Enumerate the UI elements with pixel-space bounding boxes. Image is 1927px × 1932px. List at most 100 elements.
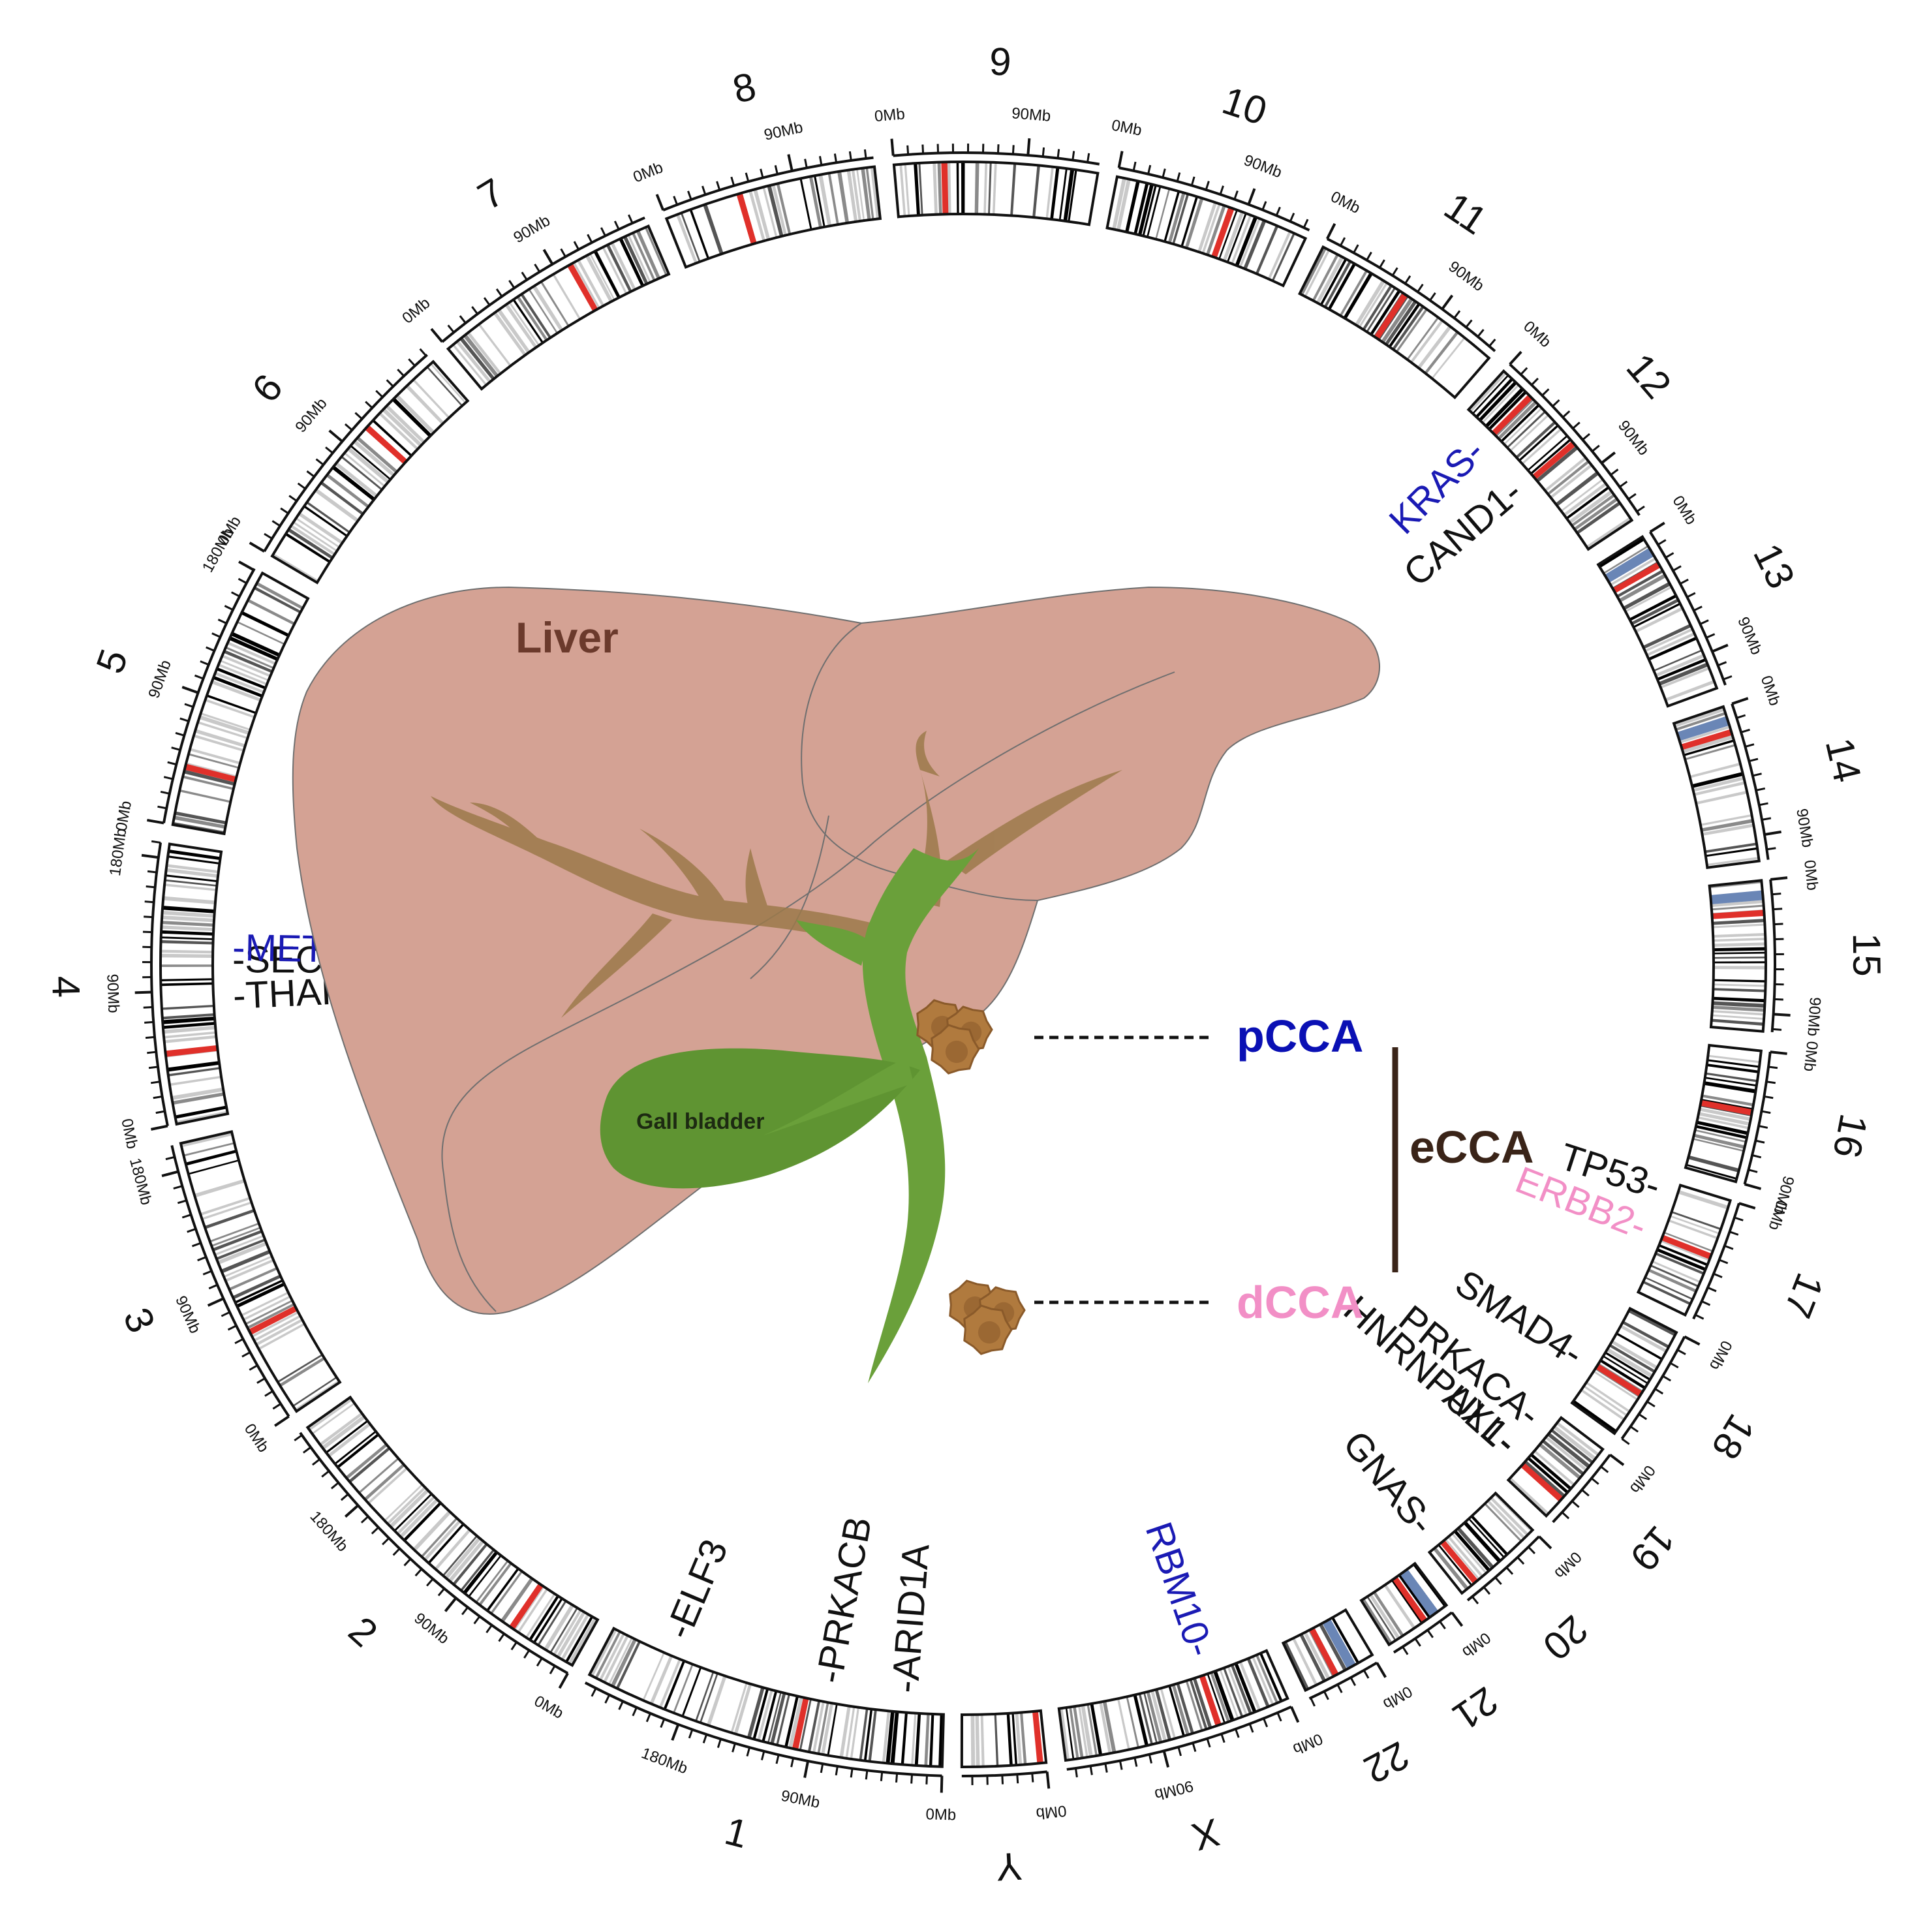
minor-tick (619, 1701, 623, 1710)
minor-tick (1708, 1287, 1716, 1291)
tick-label: 0Mb (112, 799, 135, 833)
minor-tick (1592, 446, 1599, 452)
minor-tick (1002, 1775, 1003, 1785)
minor-tick (164, 777, 173, 779)
chromosome-number: 8 (728, 64, 760, 112)
cytoband (161, 964, 213, 967)
tick-label: 0Mb (531, 1693, 566, 1723)
chromosome-ideogram-bg (272, 361, 468, 583)
minor-tick (272, 521, 280, 526)
minor-tick (1073, 151, 1074, 161)
cytoband (1714, 961, 1766, 963)
minor-tick (1338, 1685, 1342, 1693)
minor-tick (537, 1658, 542, 1666)
minor-tick (1415, 1638, 1421, 1646)
dcca-tumor (950, 1281, 1025, 1354)
tick-label: 0Mb (1551, 1548, 1585, 1582)
minor-tick (1734, 1218, 1743, 1220)
major-tick (544, 250, 552, 264)
cytoband (1714, 966, 1766, 969)
minor-tick (1680, 579, 1688, 584)
cytoband (957, 162, 959, 214)
minor-tick (1647, 1402, 1655, 1407)
minor-tick (203, 1271, 211, 1274)
minor-tick (161, 791, 170, 793)
minor-tick (147, 871, 157, 872)
minor-tick (865, 149, 866, 159)
tick-label: 180Mb (126, 1156, 155, 1207)
minor-tick (198, 1257, 206, 1261)
major-tick (1712, 645, 1728, 652)
minor-tick (484, 298, 489, 305)
minor-tick (1764, 1096, 1773, 1097)
major-tick (147, 820, 164, 823)
major-tick (1774, 1014, 1791, 1015)
minor-tick (376, 391, 382, 397)
minor-tick (273, 1404, 281, 1409)
minor-tick (1179, 1747, 1181, 1755)
minor-tick (218, 619, 226, 623)
minor-tick (1774, 924, 1783, 925)
tick-label: 0Mb (399, 294, 433, 328)
minor-tick (1324, 1691, 1328, 1700)
major-tick (182, 687, 198, 693)
minor-tick (487, 1625, 492, 1633)
minor-tick (1163, 169, 1165, 178)
chromosome-number: 20 (1535, 1607, 1596, 1668)
major-tick (330, 431, 343, 442)
major-tick (672, 1725, 678, 1740)
tick-label: 0Mb (1757, 673, 1784, 708)
minor-tick (1592, 1479, 1599, 1484)
major-tick (151, 1126, 167, 1129)
minor-tick (209, 1285, 217, 1289)
tick-label: 180Mb (307, 1508, 352, 1556)
minor-tick (1405, 276, 1410, 284)
minor-tick (1637, 506, 1644, 512)
minor-tick (313, 1459, 320, 1465)
chromosome-number: 16 (1825, 1111, 1875, 1161)
major-tick (1442, 296, 1452, 309)
minor-tick (1756, 788, 1765, 790)
minor-tick (497, 289, 502, 297)
minor-tick (1752, 1155, 1761, 1157)
major-tick (1327, 224, 1335, 239)
minor-tick (717, 181, 720, 190)
minor-tick (835, 153, 836, 162)
minor-tick (689, 1730, 692, 1738)
minor-tick (387, 380, 393, 386)
tick-label: 90Mb (1241, 151, 1284, 181)
minor-tick (1088, 153, 1089, 162)
major-tick (1539, 1537, 1551, 1548)
chromosome-number: 2 (341, 1608, 386, 1655)
minor-tick (224, 606, 233, 610)
minor-tick (850, 151, 851, 161)
minor-tick (474, 1616, 480, 1623)
tick-label: 0Mb (1290, 1730, 1325, 1758)
minor-tick (821, 1764, 822, 1773)
minor-tick (472, 307, 477, 314)
minor-tick (1263, 1719, 1267, 1727)
minor-tick (1768, 1067, 1778, 1068)
minor-tick (628, 215, 632, 223)
minor-tick (746, 173, 748, 182)
minor-tick (561, 249, 566, 256)
major-tick (275, 1417, 289, 1426)
minor-tick (1753, 774, 1762, 776)
minor-tick (1380, 260, 1384, 268)
minor-tick (535, 264, 540, 272)
minor-tick (1304, 219, 1308, 228)
minor-tick (1749, 1170, 1758, 1173)
minor-tick (615, 221, 619, 230)
minor-tick (1455, 311, 1460, 318)
tick-label: 0Mb (1035, 1802, 1067, 1822)
tick-label: 90Mb (1734, 615, 1765, 658)
gene-label-rbm10: RBM10- (1137, 1517, 1222, 1662)
minor-tick (1236, 1729, 1239, 1738)
minor-tick (1741, 729, 1750, 732)
